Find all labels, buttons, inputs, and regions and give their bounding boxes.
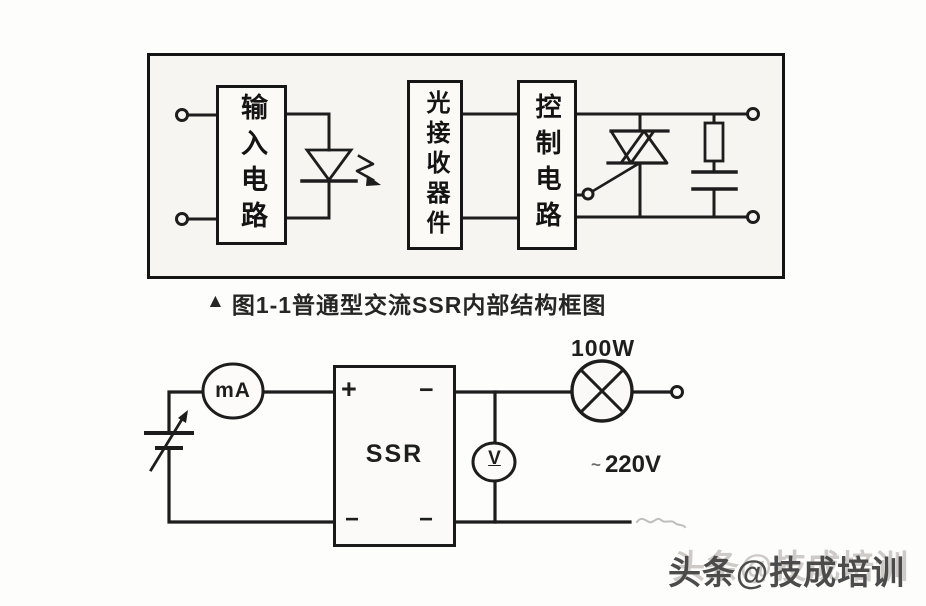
lamp-power-label: 100W xyxy=(570,335,636,361)
light-emission-arrow-icon xyxy=(355,154,381,186)
supply-voltage-value: 220V xyxy=(604,451,661,478)
led-symbol xyxy=(285,112,358,220)
ac-mark: ~ xyxy=(591,455,601,474)
block-control-circuit-label: 控制电路 xyxy=(532,93,562,237)
test-circuit-wires xyxy=(167,390,673,524)
ssr-device-box xyxy=(333,365,456,547)
figure-caption: ▲ 图1-1普通型交流SSR内部结构框图 xyxy=(206,286,606,320)
ssr-output-minus-bottom-label: − xyxy=(419,506,434,533)
interstage-wires xyxy=(455,112,750,220)
ammeter-symbol xyxy=(201,362,265,420)
snubber-resistor-symbol xyxy=(703,112,725,174)
voltmeter-label: V xyxy=(488,448,501,469)
ammeter-label: mA xyxy=(215,379,251,402)
lamp-symbol xyxy=(570,359,634,423)
block-control-circuit: 控制电路 xyxy=(517,80,577,250)
triac-symbol xyxy=(606,112,670,219)
ssr-label: SSR xyxy=(365,440,424,468)
ssr-input-minus-bottom-label: − xyxy=(345,506,360,533)
input-terminals xyxy=(175,108,218,226)
ssr-output-minus-top-label: − xyxy=(419,376,434,404)
caption-triangle-icon: ▲ xyxy=(206,291,225,312)
faded-scribble xyxy=(635,517,687,529)
block-input-circuit-label: 输入电路 xyxy=(237,93,267,237)
caption-text: 图1-1普通型交流SSR内部结构框图 xyxy=(231,292,607,318)
snubber-capacitor-symbol xyxy=(691,170,738,219)
variable-dc-source-symbol xyxy=(144,410,194,472)
watermark-text: 头条@技成培训 xyxy=(668,554,906,591)
load-terminal xyxy=(670,385,684,399)
block-optical-receiver: 光接收器件 xyxy=(407,80,463,250)
block-optical-receiver-label: 光接收器件 xyxy=(422,90,449,240)
voltmeter-symbol xyxy=(471,441,517,483)
gate-drive xyxy=(569,162,640,201)
block-input-circuit: 输入电路 xyxy=(216,85,287,245)
output-terminals xyxy=(746,107,760,224)
supply-voltage-label: ~220V xyxy=(591,451,661,479)
ssr-input-plus-label: + xyxy=(341,374,357,404)
